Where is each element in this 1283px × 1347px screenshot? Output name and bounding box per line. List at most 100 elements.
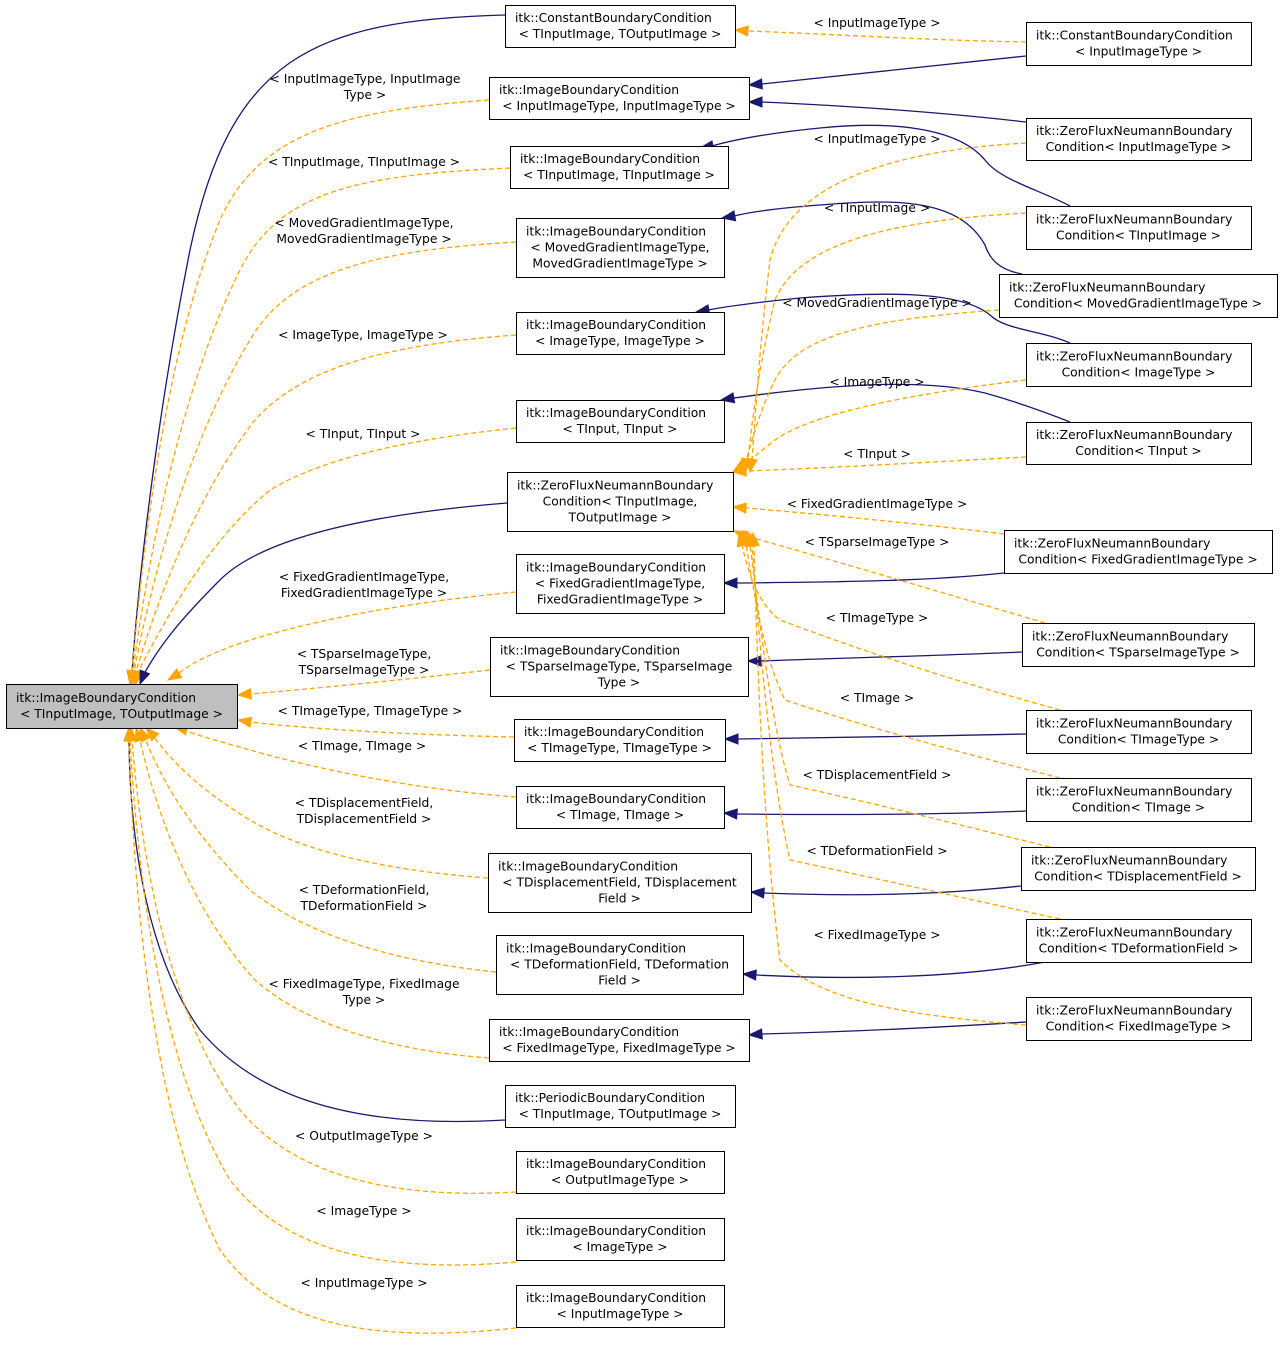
class-node-cbc_io[interactable]: itk::ConstantBoundaryCondition< TInputIm…: [505, 5, 736, 48]
class-name-line: < TDeformationField, TDeformation: [510, 958, 729, 972]
class-node-ibc_ts[interactable]: itk::ImageBoundaryCondition< TSparseImag…: [490, 637, 749, 697]
class-name-line: < TImageType, TImageType >: [527, 741, 712, 755]
class-name-line: MovedGradientImageType >: [532, 257, 707, 271]
edge-line: [741, 379, 1027, 467]
class-name-line: itk::ImageBoundaryCondition: [500, 644, 680, 658]
edge-ibc_mg-to-root: < MovedGradientImageType,MovedGradientIm…: [128, 216, 517, 686]
class-node-pbc[interactable]: itk::PeriodicBoundaryCondition< TInputIm…: [505, 1085, 736, 1128]
edge-label: TDeformationField >: [300, 899, 428, 913]
edge-line: [745, 456, 1027, 472]
class-name-line: itk::ImageBoundaryCondition: [499, 1025, 679, 1039]
class-node-ibc_img[interactable]: itk::ImageBoundaryCondition< ImageType >: [516, 1218, 725, 1261]
class-box: [1026, 919, 1252, 963]
edge-zf_ts-to-zf_io: < TSparseImageType >: [732, 530, 1046, 624]
class-name-line: itk::ConstantBoundaryCondition: [1036, 29, 1233, 43]
edge-line: [131, 14, 506, 673]
edge-label: < TSparseImageType >: [805, 535, 950, 549]
class-name-line: itk::ImageBoundaryCondition: [526, 406, 706, 420]
class-box: [496, 935, 744, 995]
edge-ibc_td-to-root: < TDisplacementField,TDisplacementField …: [145, 727, 489, 879]
class-node-ibc_mg[interactable]: itk::ImageBoundaryCondition< MovedGradie…: [516, 218, 725, 278]
edge-arrowhead: [747, 78, 763, 90]
edge-cbc_in-to-ibc_iit_iit: [747, 55, 1027, 90]
edge-line: [751, 142, 1027, 461]
class-name-line: itk::ImageBoundaryCondition: [499, 83, 679, 97]
class-node-ibc_ti_ti[interactable]: itk::ImageBoundaryCondition< TInputImage…: [510, 146, 729, 189]
edge-arrowhead: [747, 1028, 763, 1040]
edge-zf_mg-to-ibc_mg: [720, 201, 1023, 275]
class-box: [1022, 623, 1255, 667]
class-node-ibc_iit_iit[interactable]: itk::ImageBoundaryCondition< InputImageT…: [489, 77, 750, 120]
edge-line: [747, 30, 1027, 43]
class-name-line: itk::ImageBoundaryCondition: [526, 561, 706, 575]
class-node-ibc_inp[interactable]: itk::ImageBoundaryCondition< InputImageT…: [516, 1285, 725, 1328]
class-box: [489, 77, 750, 120]
edge-label: Type >: [342, 993, 385, 1007]
class-name-line: itk::ZeroFluxNeumannBoundary: [1009, 281, 1205, 295]
class-name-line: itk::ZeroFluxNeumannBoundary: [1036, 717, 1232, 731]
class-name-line: itk::PeriodicBoundaryCondition: [515, 1091, 705, 1105]
class-node-cbc_in[interactable]: itk::ConstantBoundaryCondition< InputIma…: [1026, 22, 1252, 66]
class-name-line: TOutputImage >: [568, 511, 672, 525]
class-name-line: Field >: [598, 974, 641, 988]
class-node-ibc_tit[interactable]: itk::ImageBoundaryCondition< TImageType,…: [514, 719, 726, 762]
edge-label: MovedGradientImageType >: [276, 232, 451, 246]
edge-line: [732, 383, 1071, 423]
class-name-line: itk::ImageBoundaryCondition: [524, 725, 704, 739]
class-name-line: < ImageType >: [572, 1240, 667, 1254]
edge-line: [745, 543, 1061, 779]
class-node-ibc_out[interactable]: itk::ImageBoundaryCondition< OutputImage…: [516, 1151, 725, 1194]
class-name-line: < InputImageType >: [556, 1307, 683, 1321]
class-node-root[interactable]: itk::ImageBoundaryCondition< TInputImage…: [6, 684, 238, 729]
class-node-ibc_tin[interactable]: itk::ImageBoundaryCondition< TInput, TIn…: [516, 400, 725, 443]
class-node-ibc_fg[interactable]: itk::ImageBoundaryCondition< FixedGradie…: [516, 554, 725, 614]
edge-ibc_tit-to-root: < TImageType, TImageType >: [236, 704, 515, 738]
class-name-line: Condition< TImage >: [1072, 801, 1205, 815]
class-name-line: < TInputImage, TInputImage >: [523, 168, 715, 182]
class-box: [516, 786, 725, 829]
edge-line: [143, 502, 508, 675]
class-name-line: itk::ZeroFluxNeumannBoundary: [1036, 926, 1232, 940]
edge-zf_fi-to-ibc_fi: [747, 1021, 1027, 1040]
edge-line: [249, 721, 515, 738]
class-name-line: < TDisplacementField, TDisplacement: [502, 876, 737, 890]
class-name-line: itk::ImageBoundaryCondition: [506, 942, 686, 956]
edges: < InputImageType, InputImageType >< TInp…: [123, 14, 1071, 1334]
edge-label: < TDisplacementField >: [803, 768, 952, 782]
edge-arrowhead: [722, 577, 738, 589]
edge-zf_fi-to-zf_io: < FixedImageType >: [748, 531, 1027, 1026]
class-name-line: Condition< InputImageType >: [1046, 140, 1232, 154]
edge-ibc_inp-to-root: < InputImageType >: [123, 726, 517, 1334]
class-name-line: itk::ImageBoundaryCondition: [526, 225, 706, 239]
edge-line: [751, 544, 1061, 920]
class-box: [516, 312, 725, 355]
class-box: [516, 1218, 725, 1261]
edge-zf_td-to-ibc_td: [749, 885, 1022, 899]
class-box: [505, 1085, 736, 1128]
class-node-ibc_tdf[interactable]: itk::ImageBoundaryCondition< TDeformatio…: [496, 935, 744, 995]
edge-zf_fg-to-ibc_fg: [722, 572, 1005, 589]
class-node-ibc_it[interactable]: itk::ImageBoundaryCondition< ImageType, …: [516, 312, 725, 355]
edge-label: < ImageType, ImageType >: [278, 328, 448, 342]
edge-label: < ImageType >: [316, 1204, 411, 1218]
edge-arrowhead: [145, 727, 160, 742]
class-name-line: itk::ZeroFluxNeumannBoundary: [1036, 785, 1232, 799]
class-node-ibc_td[interactable]: itk::ImageBoundaryCondition< TDisplaceme…: [488, 853, 752, 913]
class-name-line: < ImageType, ImageType >: [535, 334, 705, 348]
class-node-ibc_ti[interactable]: itk::ImageBoundaryCondition< TImage, TIm…: [516, 786, 725, 829]
class-name-line: itk::ZeroFluxNeumannBoundary: [1036, 213, 1232, 227]
class-node-ibc_fi[interactable]: itk::ImageBoundaryCondition< FixedImageT…: [489, 1019, 750, 1062]
